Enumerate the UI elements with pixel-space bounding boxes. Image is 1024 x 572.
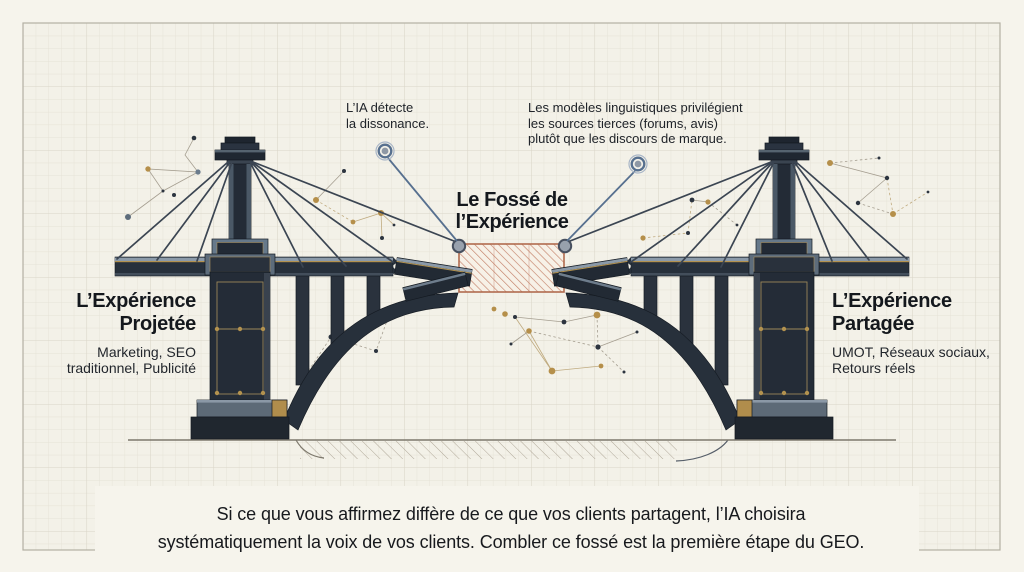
constellation-left-outer bbox=[125, 135, 201, 220]
projected-experience-label: L’Expérience Projetée Marketing, SEO tra… bbox=[16, 290, 196, 376]
gap-anchor-left-icon bbox=[451, 238, 467, 254]
left-arch bbox=[283, 292, 459, 431]
caption-panel bbox=[95, 486, 919, 572]
label-title-line: L’Expérience bbox=[76, 290, 196, 312]
constellation-right-inner bbox=[640, 197, 739, 241]
label-subtitle-line: Marketing, SEO bbox=[97, 344, 196, 360]
right-arch bbox=[565, 292, 741, 431]
label-subtitle-line: traditionnel, Publicité bbox=[66, 360, 196, 376]
projected-experience-subtitle: Marketing, SEO traditionnel, Publicité bbox=[16, 344, 196, 376]
annotation-line: la dissonance. bbox=[346, 115, 430, 131]
callout-marker-right-icon bbox=[628, 154, 648, 174]
gap-title: Le Fossé de l’Expérience bbox=[412, 189, 612, 233]
shared-experience-title: L’Expérience Partagée bbox=[832, 290, 1017, 336]
annotation-line: Les modèles linguistiques privilégient bbox=[528, 100, 743, 115]
shared-experience-label: L’Expérience Partagée UMOT, Réseaux soci… bbox=[832, 290, 1017, 376]
caption-line2: systématiquement la voix de vos clients.… bbox=[157, 531, 865, 552]
annotation-line: plutôt que les discours de marque. bbox=[528, 131, 727, 146]
annotation-ai-dissonance: L’IA détecte la dissonance. bbox=[346, 100, 429, 131]
right-tower bbox=[734, 136, 834, 440]
label-title-line: L’Expérience bbox=[832, 290, 952, 312]
constellation-right-outer bbox=[827, 156, 930, 217]
gap-anchor-right-icon bbox=[557, 238, 573, 254]
constellation-center bbox=[491, 306, 639, 375]
label-title-line: Projetée bbox=[119, 313, 196, 335]
label-subtitle-line: Retours réels bbox=[832, 360, 916, 376]
ground bbox=[128, 439, 896, 462]
annotation-line: L’IA détecte bbox=[346, 100, 414, 115]
annotation-language-models: Les modèles linguistiques privilégient l… bbox=[528, 100, 743, 147]
annotation-line: les sources tierces (forums, avis) bbox=[528, 115, 718, 131]
caption-line1: Si ce que vous affirmez diffère de ce qu… bbox=[216, 504, 806, 524]
gap-title-line2: l’Expérience bbox=[455, 210, 569, 233]
gap-title-line1: Le Fossé de bbox=[456, 189, 568, 211]
callout-markers bbox=[375, 141, 648, 242]
callout-marker-left-icon bbox=[375, 141, 395, 161]
label-subtitle-line: UMOT, Réseaux sociaux, bbox=[832, 344, 990, 360]
experience-gap-box bbox=[458, 243, 565, 293]
suspension-cables bbox=[116, 161, 908, 268]
bridge-arches bbox=[283, 271, 741, 431]
broken-deck-fragments bbox=[394, 257, 630, 302]
shared-experience-subtitle: UMOT, Réseaux sociaux, Retours réels bbox=[832, 344, 1017, 376]
bottom-caption: Si ce que vous affirmez diffère de ce qu… bbox=[62, 501, 960, 556]
label-title-line: Partagée bbox=[832, 313, 915, 335]
gap-anchor-icons bbox=[451, 238, 573, 254]
left-tower bbox=[190, 136, 290, 440]
projected-experience-title: L’Expérience Projetée bbox=[16, 290, 196, 336]
